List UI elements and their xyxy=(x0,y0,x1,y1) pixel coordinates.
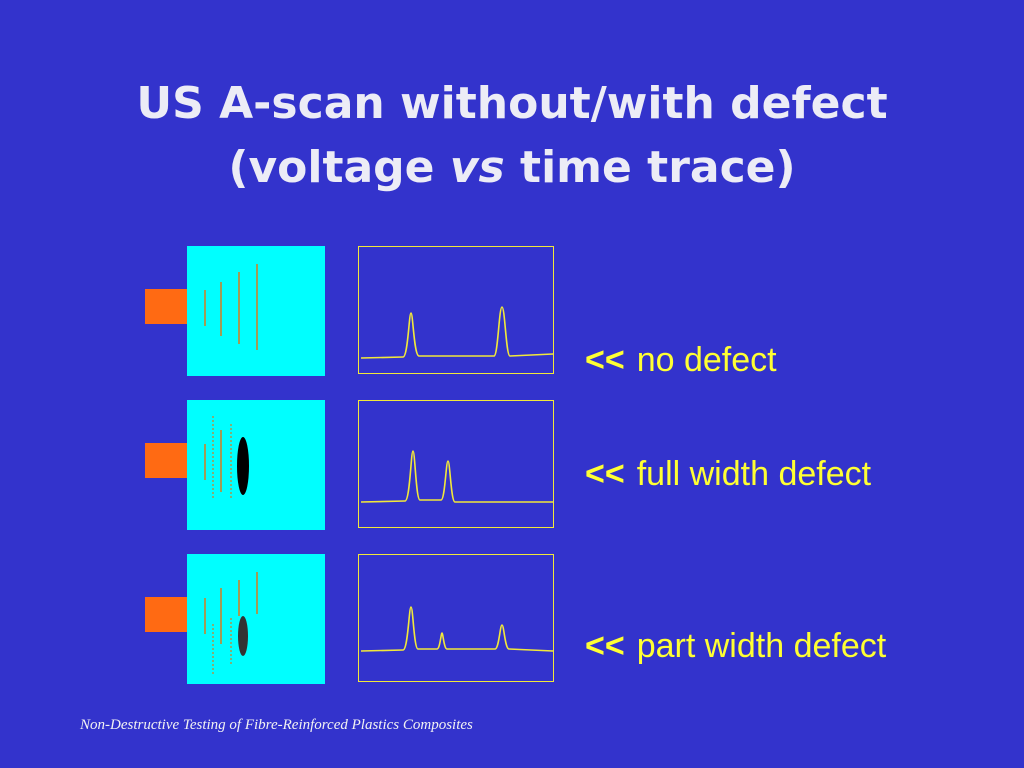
specimen-full-width-defect xyxy=(187,400,325,530)
part-width-defect xyxy=(238,616,248,656)
label-full-width-defect: << full width defect xyxy=(585,454,871,494)
title-line-1: US A-scan without/with defect xyxy=(136,78,888,129)
row-part-width-defect: << part width defect xyxy=(0,554,1024,684)
row-no-defect: << no defect xyxy=(0,246,1024,379)
specimen-no-defect xyxy=(187,246,325,376)
transducer xyxy=(145,597,188,632)
label-arrows: << xyxy=(585,341,625,379)
label-part-width-defect: << part width defect xyxy=(585,626,886,666)
wavefronts-part-width-defect xyxy=(204,572,258,674)
transducer xyxy=(145,443,188,478)
label-text: no defect xyxy=(636,341,777,379)
full-width-defect xyxy=(237,437,249,495)
transducer xyxy=(145,289,188,324)
ascan-trace-full-width-defect xyxy=(358,400,554,528)
wavefronts-no-defect xyxy=(204,264,258,350)
label-no-defect: << no defect xyxy=(585,340,777,380)
ascan-trace-no-defect xyxy=(358,246,554,374)
trace-plot xyxy=(360,606,554,652)
footer-text: Non-Destructive Testing of Fibre-Reinfor… xyxy=(80,717,473,733)
label-arrows: << xyxy=(585,455,625,493)
title-line-2: (voltage vs time trace) xyxy=(0,136,1024,200)
title-line-2-post: time trace) xyxy=(504,142,796,193)
trace-plot xyxy=(360,306,554,359)
label-text: part width defect xyxy=(636,627,887,665)
voltage-trace xyxy=(360,306,554,359)
label-arrows: << xyxy=(585,627,625,665)
trace-plot xyxy=(360,450,553,503)
label-text: full width defect xyxy=(636,455,872,493)
title-line-2-pre: (voltage xyxy=(228,142,450,193)
slide-title: US A-scan without/with defect (voltage v… xyxy=(0,72,1024,200)
row-full-width-defect: << full width defect xyxy=(0,400,1024,530)
voltage-trace xyxy=(360,450,553,503)
title-line-2-vs: vs xyxy=(449,142,505,193)
ascan-trace-part-width-defect xyxy=(358,554,554,682)
wavefronts-full-width-defect xyxy=(204,416,249,500)
specimen-part-width-defect xyxy=(187,554,325,684)
voltage-trace xyxy=(360,606,554,652)
